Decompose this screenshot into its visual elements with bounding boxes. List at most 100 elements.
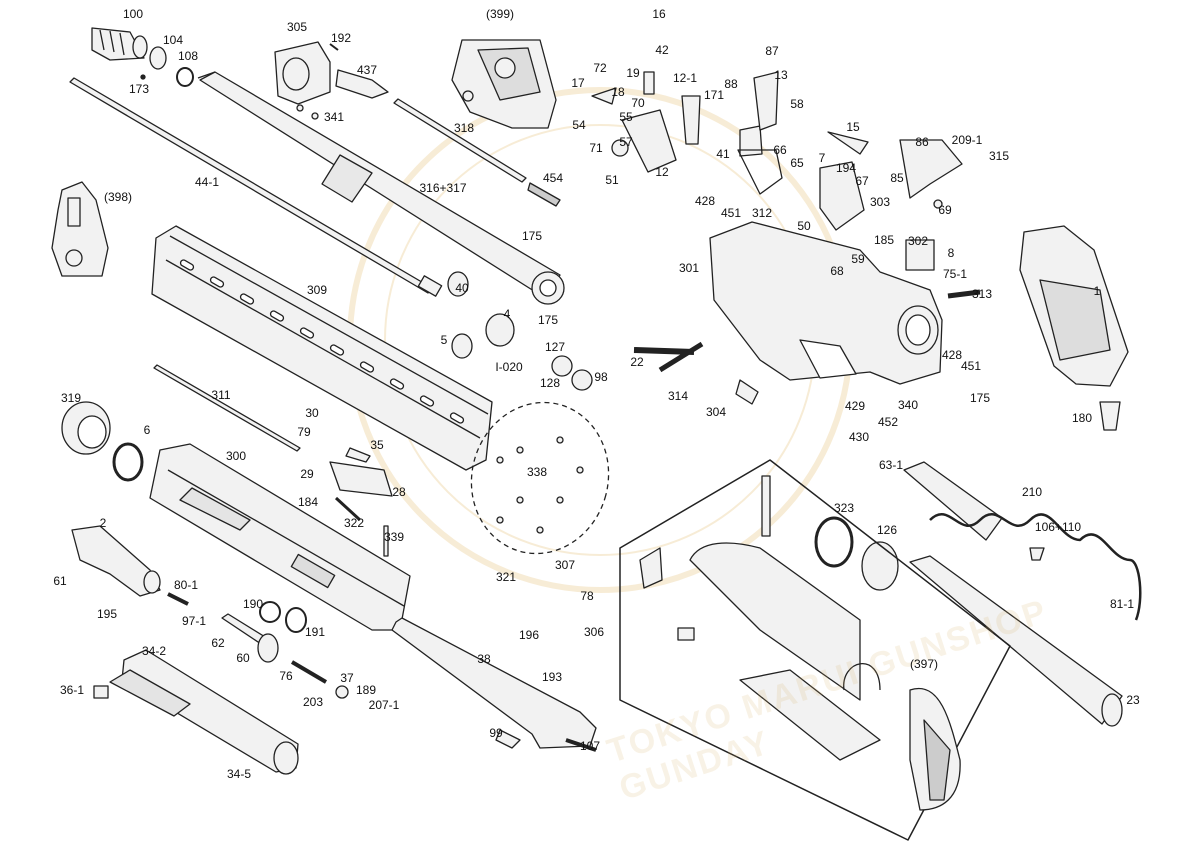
part-label: 318 (453, 121, 475, 135)
part-label: 6 (143, 423, 151, 437)
part-label: 34-2 (141, 644, 167, 658)
part-label: 209-1 (951, 133, 983, 147)
part-label: 452 (877, 415, 899, 429)
part-front-sight-398 (51, 181, 109, 277)
part-label: 428 (694, 194, 716, 208)
part-trigger-group (591, 71, 963, 231)
part-label: 207-1 (368, 698, 400, 712)
part-label: 323 (833, 501, 855, 515)
part-label: 429 (844, 399, 866, 413)
part-label: 72 (593, 61, 607, 75)
part-label: 57 (619, 135, 633, 149)
part-label: 28 (392, 485, 406, 499)
part-label: 192 (330, 31, 352, 45)
part-label: 35 (370, 438, 384, 452)
part-label: 309 (306, 283, 328, 297)
part-label: 29 (300, 467, 314, 481)
part-label: 322 (343, 516, 365, 530)
part-label: 17 (571, 76, 585, 90)
part-stock-box-397 (619, 459, 1011, 841)
part-label: 75-1 (942, 267, 968, 281)
part-label: 50 (797, 219, 811, 233)
part-label: 315 (988, 149, 1010, 163)
part-label: 454 (542, 171, 564, 185)
part-hopup-338 (470, 401, 610, 555)
part-label: 189 (355, 683, 377, 697)
part-label: 437 (356, 63, 378, 77)
part-label: 341 (323, 110, 345, 124)
part-label: 86 (915, 135, 929, 149)
part-rod-311 (153, 364, 301, 452)
part-label: 44-1 (194, 175, 220, 189)
part-label: 88 (724, 77, 738, 91)
part-label: 184 (297, 495, 319, 509)
part-label: 80-1 (173, 578, 199, 592)
part-rear-sight-399 (451, 39, 557, 129)
part-label: 30 (305, 406, 319, 420)
part-label: 5 (440, 333, 448, 347)
part-charging-handle-38 (391, 617, 597, 752)
part-label: 36-1 (59, 683, 85, 697)
part-label: (398) (103, 190, 133, 204)
part-label: 313 (971, 287, 993, 301)
part-label: 58 (790, 97, 804, 111)
part-label: 451 (720, 206, 742, 220)
part-label: 180 (1071, 411, 1093, 425)
part-label: 303 (869, 195, 891, 209)
part-barrel-nut-319 (61, 401, 144, 482)
part-label: (397) (909, 657, 939, 671)
part-label: 304 (705, 405, 727, 419)
part-label: 4 (503, 307, 511, 321)
part-label: 300 (225, 449, 247, 463)
part-label: 54 (572, 118, 586, 132)
part-label: 71 (589, 141, 603, 155)
part-label: 79 (297, 425, 311, 439)
part-label: 7 (818, 151, 826, 165)
part-label: 107 (579, 739, 601, 753)
part-label: 78 (580, 589, 594, 603)
part-label: 16 (652, 7, 666, 21)
part-label: 190 (242, 597, 264, 611)
part-barrel-316-317 (197, 71, 565, 305)
part-label: 314 (667, 389, 689, 403)
part-label: 41 (716, 147, 730, 161)
part-label: 99 (489, 726, 503, 740)
part-label: 302 (907, 234, 929, 248)
part-label: 12 (655, 165, 669, 179)
part-label: 126 (876, 523, 898, 537)
part-label: 69 (938, 203, 952, 217)
part-label: 66 (773, 143, 787, 157)
part-label: 60 (236, 651, 250, 665)
part-label: 100 (122, 7, 144, 21)
part-label: 210 (1021, 485, 1043, 499)
part-label: 12-1 (672, 71, 698, 85)
part-label: 194 (835, 161, 857, 175)
part-label: 59 (851, 252, 865, 266)
part-label: 193 (541, 670, 563, 684)
part-label: 40 (455, 281, 469, 295)
part-label: 2 (99, 516, 107, 530)
part-label: 13 (774, 68, 788, 82)
part-label: 428 (941, 348, 963, 362)
part-label: 340 (897, 398, 919, 412)
part-label: 1 (1093, 284, 1101, 298)
part-label: I-020 (495, 360, 523, 374)
part-label: 128 (539, 376, 561, 390)
part-handguard-309 (151, 225, 493, 471)
part-label: 61 (53, 574, 67, 588)
part-label: 175 (521, 229, 543, 243)
part-label: 185 (873, 233, 895, 247)
part-label: 430 (848, 430, 870, 444)
part-label: 311 (211, 388, 231, 402)
part-dust-cover-28 (329, 447, 393, 557)
part-label: 203 (302, 695, 324, 709)
part-label: 306 (583, 625, 605, 639)
part-label: (399) (485, 7, 515, 21)
part-gas-tube-44-1 (69, 77, 443, 297)
part-grip-1 (1019, 225, 1129, 431)
part-label: 62 (211, 636, 225, 650)
part-label: 63-1 (878, 458, 904, 472)
part-label: 68 (830, 264, 844, 278)
part-upper-receiver-300 (149, 443, 411, 631)
part-label: 81-1 (1109, 597, 1135, 611)
